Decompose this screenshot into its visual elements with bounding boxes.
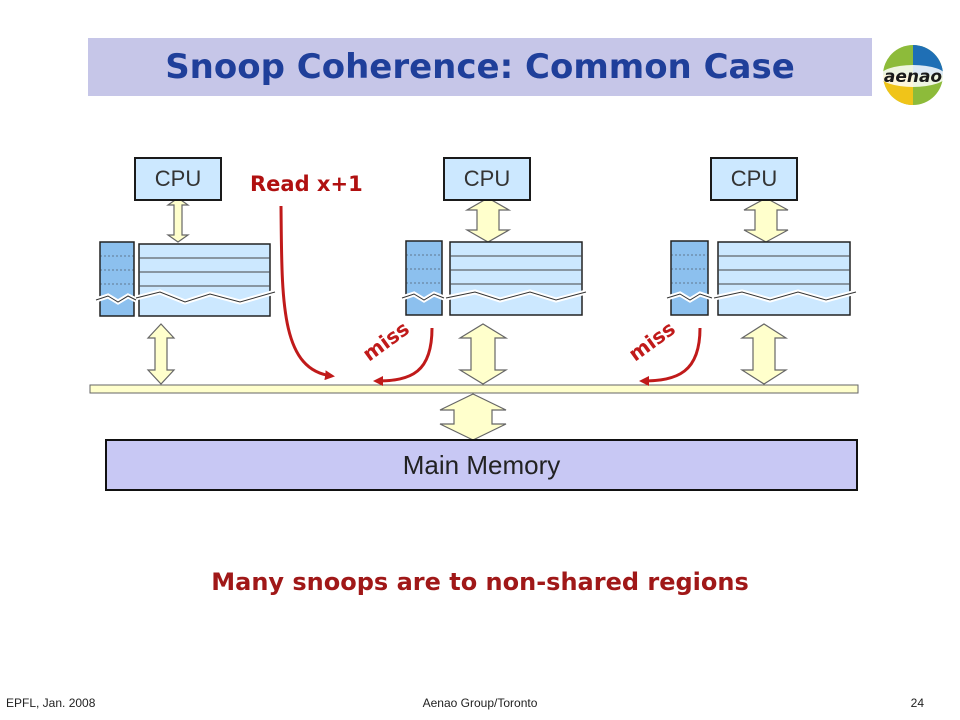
cache-bus-arrow-3 (739, 323, 789, 385)
cpu-cache-arrow-1 (166, 197, 190, 243)
cpu-cache-arrow-3 (743, 197, 789, 243)
break-mark-2b (445, 291, 587, 301)
node-1 (95, 197, 276, 385)
logo-text: aenao (884, 67, 943, 87)
cpu-box-3: CPU (710, 157, 798, 201)
tag-array-2 (405, 240, 443, 316)
node-3 (666, 197, 857, 385)
title-bar (88, 38, 872, 96)
cpu-box-2: CPU (443, 157, 531, 201)
aenao-logo: aenao (880, 45, 946, 105)
cache-array-3 (717, 241, 851, 316)
cache-bus-arrow-2 (457, 323, 509, 385)
slide-caption: Many snoops are to non-shared regions (211, 568, 749, 596)
tag-array-3 (670, 240, 709, 316)
tag-array-1 (99, 241, 135, 317)
request-arrow (279, 205, 335, 381)
footer-center: Aenao Group/Toronto (422, 696, 538, 710)
cache-array-2 (449, 241, 583, 316)
request-label: Read x+1 (250, 172, 363, 196)
break-mark-3a (666, 293, 713, 301)
cpu-box-1: CPU (134, 157, 222, 201)
break-mark-3b (713, 291, 857, 301)
footer-left: EPFL, Jan. 2008 (6, 696, 96, 710)
break-mark-2a (401, 293, 445, 301)
node-2 (401, 197, 587, 385)
cache-lines-1 (139, 257, 270, 287)
bus-memory-arrow (439, 393, 507, 441)
cache-array-1 (138, 243, 271, 317)
miss-arrow-2 (639, 327, 702, 386)
cache-bus-arrow-1 (146, 323, 176, 385)
slide-title: Snoop Coherence: Common Case (165, 47, 795, 87)
cpu-cache-arrow-2 (464, 197, 512, 243)
miss-arrow-1 (373, 327, 434, 386)
page-number: 24 (910, 696, 924, 710)
main-memory: Main Memory (105, 439, 858, 491)
shared-bus (89, 384, 859, 394)
tag-array-lines-1 (100, 255, 134, 285)
